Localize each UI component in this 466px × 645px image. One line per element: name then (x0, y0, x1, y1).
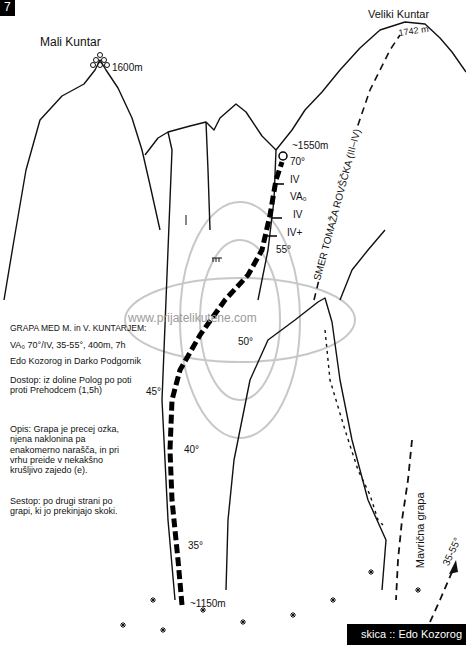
topo-label: VA₀ (290, 191, 307, 203)
topo-label: 55° (276, 244, 291, 256)
topo-label: 40° (184, 444, 199, 456)
summit-cairn (91, 53, 110, 68)
topo-label: 50° (238, 336, 253, 348)
topo-label: Dostop: iz doline Polog po poti proti Pr… (10, 375, 132, 396)
topo-label: ~1150m (190, 598, 226, 610)
topo-label: 35° (188, 540, 203, 552)
topo-label: 7 (0, 0, 15, 16)
credit-bar: skica :: Edo Kozorog (347, 624, 466, 645)
mountain-outline (4, 22, 466, 600)
topo-label: Mali Kuntar (40, 36, 101, 50)
mavricna-line (396, 440, 412, 600)
topo-label: VA₀ 70°/IV, 35-55°, 400m, 7h (10, 340, 126, 350)
topo-label: 1600m (112, 62, 143, 74)
topo-label: IV (293, 209, 302, 221)
watermark-rings (125, 202, 355, 438)
topo-label: GRAPA MED M. in V. KUNTARJEM: (10, 324, 146, 334)
grade-ticks (267, 184, 284, 236)
watermark: www.prijatelikutene.com (128, 312, 257, 326)
approach-arrow-line (430, 572, 452, 622)
topo-label: IV (290, 174, 299, 186)
rock-marks (186, 215, 222, 262)
topo-label: Mavrična grapa (414, 491, 427, 569)
route-top (279, 152, 287, 160)
rovscek-lower (325, 330, 383, 525)
topo-label: 35-55° (440, 535, 464, 568)
topo-label: Sestop: po drugi strani po grapi, ki jo … (10, 496, 136, 517)
topo-label: 45° (146, 386, 161, 398)
topo-label: ~1550m (292, 140, 328, 152)
topo-label: Edo Kozorog in Darko Podgornik (10, 356, 141, 366)
topo-label: Veliki Kuntar (368, 8, 429, 21)
topo-label: IV+ (287, 227, 302, 239)
topo-label: Opis: Grapa je precej ozka, njena naklon… (10, 424, 136, 476)
route-line (170, 162, 282, 605)
topo-label: 1742 m (398, 24, 429, 38)
topo-label: 70° (290, 156, 305, 168)
